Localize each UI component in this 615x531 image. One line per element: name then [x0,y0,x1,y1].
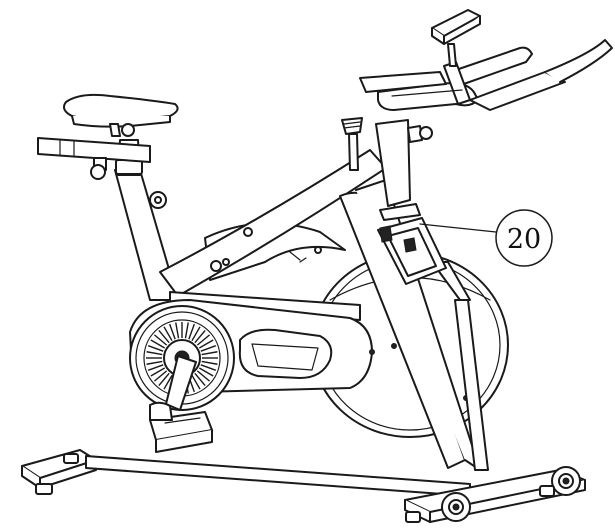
chainring-spoke [146,351,163,356]
callout-20: 20 [419,209,553,267]
rear-stabilizer [21,449,97,495]
chainring-spoke [153,334,168,346]
pedal [149,401,213,453]
chainring-spoke [198,339,214,349]
chainring-spoke [146,360,163,365]
handlebar-stem [375,119,433,221]
console [431,9,481,67]
chainring-spoke [153,370,168,382]
crank-assembly [129,305,235,411]
chainring-spoke [201,360,218,365]
chainring-spoke [158,329,170,344]
front-fork [339,179,489,471]
front-wheels [405,466,581,523]
chainring-spoke [147,364,164,371]
frame-bolts [210,227,322,272]
chainring-spoke [188,323,195,340]
seat-adjust-knob [149,191,167,209]
chainring-spoke [191,326,201,342]
base-tube [85,455,471,497]
bottle-holder [377,217,447,285]
chainring-spoke [200,345,217,352]
chainring-spoke [201,351,218,356]
chainring-spoke [196,334,211,346]
chainring-spoke [163,374,173,390]
chainring-spoke [191,374,201,390]
chainring-spoke [150,339,166,349]
chainring-spoke [150,367,166,377]
chainring-spoke [163,326,173,342]
chainring-spoke [147,345,164,352]
chainring-spoke [194,329,206,344]
chainring-spoke [158,372,170,387]
chainring-spoke [169,323,176,340]
chainring-spoke [196,370,211,382]
seat-slider [37,137,151,180]
resistance-knob [341,117,363,171]
callout-bubble [495,209,553,267]
chainring-spoke [200,364,217,371]
chainring-spoke [184,322,189,339]
chainring-spoke [175,322,180,339]
chainring-spoke [198,367,214,377]
chainring-spoke [194,372,206,387]
callout-number: 20 [507,224,541,255]
saddle [63,93,179,137]
handlebar [359,39,613,111]
